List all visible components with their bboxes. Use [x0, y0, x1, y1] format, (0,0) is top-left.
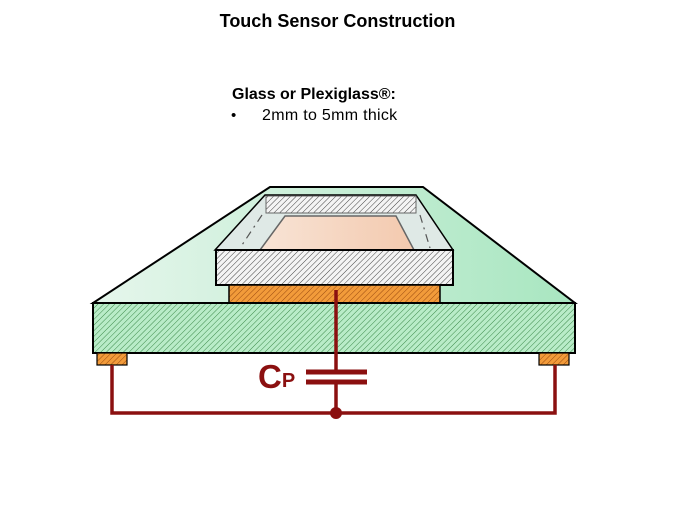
glass-inner-edge — [265, 195, 417, 214]
junction-dot — [330, 407, 342, 419]
material-heading: Glass or Plexiglass®: — [232, 86, 396, 103]
pcb-substrate — [92, 302, 576, 354]
glass-overlay — [215, 249, 454, 286]
bullet: • — [231, 107, 237, 124]
page-title: Touch Sensor Construction — [219, 11, 456, 31]
cp-letter: C — [258, 358, 282, 395]
thickness-text: 2mm to 5mm thick — [262, 107, 398, 124]
capacitor-label: CP — [258, 358, 295, 396]
touch-area — [258, 215, 416, 251]
ground-pad-right — [538, 352, 570, 366]
cp-subscript: P — [281, 370, 296, 392]
ground-pad-left — [96, 352, 128, 366]
